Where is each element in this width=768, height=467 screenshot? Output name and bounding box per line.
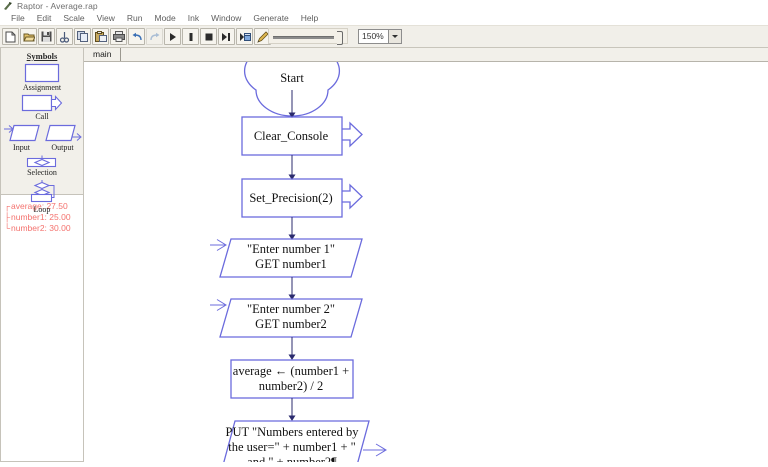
symbols-panel: Symbols Assignment Call <box>0 48 84 214</box>
node-set-precision-label: Set_Precision(2) <box>249 191 332 205</box>
tab-main[interactable]: main <box>88 48 122 61</box>
call-icon <box>21 94 63 112</box>
pause-button[interactable] <box>182 28 199 45</box>
menu-item-scale[interactable]: Scale <box>63 13 85 23</box>
menu-item-view[interactable]: View <box>96 13 115 23</box>
save-file-button[interactable] <box>38 28 55 45</box>
node-put-numbers-line3: and " + number2¶ <box>247 455 337 462</box>
paste-button[interactable] <box>92 28 109 45</box>
watch-variable-number1-text: number1: 25.00 <box>11 212 71 222</box>
symbol-input[interactable]: Input <box>3 123 41 152</box>
menu-item-help[interactable]: Help <box>300 13 319 23</box>
symbol-io-row: Input Output <box>1 123 83 152</box>
menu-item-run[interactable]: Run <box>126 13 143 23</box>
symbol-input-label: Input <box>13 143 30 152</box>
node-clear-console-label: Clear_Console <box>254 129 329 143</box>
run-button[interactable] <box>164 28 181 45</box>
symbol-output-label: Output <box>51 143 74 152</box>
node-put-numbers-line2: the user=" + number1 + " <box>228 440 356 454</box>
next-window-button[interactable] <box>236 28 253 45</box>
symbol-assignment[interactable]: Assignment <box>1 63 83 92</box>
zoom-controls: 150% <box>268 28 402 45</box>
watch-variable-number2: └ number2: 30.00 <box>4 223 83 234</box>
node-input2-line1: "Enter number 2" <box>247 302 335 316</box>
symbol-selection-label: Selection <box>27 168 57 177</box>
print-button[interactable] <box>110 28 127 45</box>
workspace: main <box>84 48 768 462</box>
node-assign-average-line2: number2) / 2 <box>259 379 324 393</box>
selection-icon <box>26 155 57 168</box>
symbol-assignment-label: Assignment <box>22 83 62 92</box>
menu-item-ink[interactable]: Ink <box>187 13 200 23</box>
window-title: Raptor - Average.rap <box>17 1 98 11</box>
output-icon <box>44 124 82 142</box>
node-put-numbers-line1: PUT "Numbers entered by <box>226 425 360 439</box>
tab-strip: main <box>84 48 768 62</box>
symbol-loop[interactable]: Loop <box>1 179 83 214</box>
watch-variable-average: ┌ average: 27.50 <box>4 201 83 212</box>
menu-item-generate[interactable]: Generate <box>253 13 289 23</box>
zoom-level-select[interactable]: 150% <box>358 28 402 44</box>
step-button[interactable] <box>218 28 235 45</box>
menu-item-window[interactable]: Window <box>211 13 242 23</box>
open-file-button[interactable] <box>20 28 37 45</box>
undo-button[interactable] <box>128 28 145 45</box>
assignment-icon <box>24 63 60 83</box>
redo-button[interactable] <box>146 28 163 45</box>
tree-branch-icon: └ <box>4 223 11 233</box>
flowchart-svg: Start Clear_Console Set_Precision(2) "En… <box>210 62 387 462</box>
copy-button[interactable] <box>74 28 91 45</box>
menu-item-file[interactable]: File <box>11 13 25 23</box>
menu-item-mode[interactable]: Mode <box>154 13 176 23</box>
symbol-call-label: Call <box>35 112 49 121</box>
node-input1-shape <box>219 238 363 278</box>
cut-button[interactable] <box>56 28 73 45</box>
tree-branch-icon: ├ <box>4 212 11 222</box>
main-body: Symbols Assignment Call <box>0 48 768 462</box>
menu-item-edit[interactable]: Edit <box>36 13 52 23</box>
node-input1-line1: "Enter number 1" <box>247 242 335 256</box>
left-sidebar: Symbols Assignment Call <box>0 48 84 462</box>
variable-watch-panel: ┌ average: 27.50 ├ number1: 25.00 └ numb… <box>0 195 84 462</box>
symbol-output[interactable]: Output <box>44 123 82 152</box>
toolbar: 150% <box>0 25 768 48</box>
watch-variable-average-text: average: 27.50 <box>11 201 68 211</box>
speed-slider[interactable] <box>268 28 348 45</box>
node-set-precision-arrow <box>342 183 363 210</box>
symbol-call[interactable]: Call <box>1 94 83 121</box>
slider-track <box>273 36 334 39</box>
title-bar: Raptor - Average.rap <box>0 0 768 12</box>
raptor-icon <box>3 1 13 11</box>
node-input1-line2: GET number1 <box>255 257 327 271</box>
node-start-label: Start <box>280 71 304 85</box>
flowchart-diagram: Start Clear_Console Set_Precision(2) "En… <box>84 62 767 462</box>
watch-variable-number1: ├ number1: 25.00 <box>4 212 83 223</box>
node-input2-shape <box>219 298 363 338</box>
node-input2-line2: GET number2 <box>255 317 327 331</box>
zoom-level-value: 150% <box>362 31 384 41</box>
input-icon <box>3 124 40 142</box>
menu-bar: File Edit Scale View Run Mode Ink Window… <box>0 12 768 25</box>
loop-icon <box>30 180 55 203</box>
slider-thumb[interactable] <box>337 31 343 45</box>
node-clear-console-arrow <box>342 121 363 148</box>
new-file-button[interactable] <box>2 28 19 45</box>
node-put-numbers-shape <box>223 420 370 462</box>
symbol-loop-label: Loop <box>33 205 51 214</box>
symbols-panel-title: Symbols <box>26 51 58 61</box>
tree-branch-icon: ┌ <box>4 201 11 211</box>
symbol-selection[interactable]: Selection <box>1 154 83 177</box>
flowchart-canvas[interactable]: Start Clear_Console Set_Precision(2) "En… <box>84 62 768 462</box>
chevron-down-icon[interactable] <box>388 29 401 43</box>
node-assign-average-line1: average ← (number1 + <box>233 364 349 378</box>
stop-button[interactable] <box>200 28 217 45</box>
watch-variable-number2-text: number2: 30.00 <box>11 223 71 233</box>
